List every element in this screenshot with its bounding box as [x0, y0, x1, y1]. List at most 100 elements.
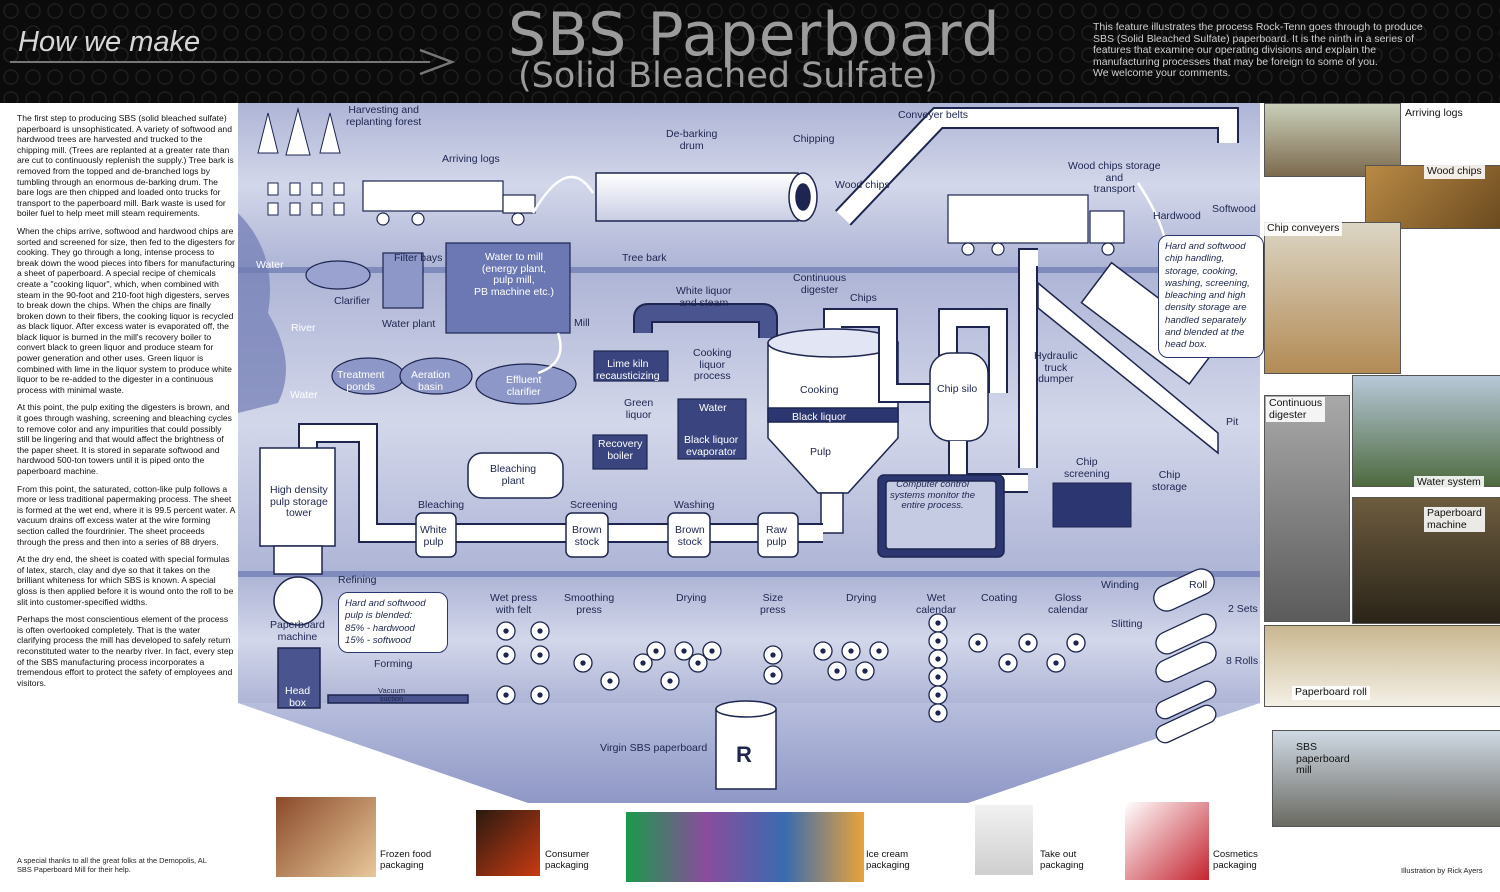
photo-water-system [1352, 375, 1500, 487]
header-banner: How we make SBS Paperboard (Solid Bleach… [0, 0, 1500, 103]
roller-hub [537, 628, 543, 634]
chipping-label: Chipping [793, 133, 835, 145]
roller-hub [770, 672, 776, 678]
conveyer-label: Conveyer belts [898, 109, 969, 121]
screening-label: Screening [570, 499, 618, 511]
roller-hub [770, 652, 776, 658]
ice-cream-package-image [626, 812, 864, 882]
thanks-note: A special thanks to all the great folks … [17, 856, 207, 874]
roller-hub [935, 674, 941, 680]
photo-chip-conveyers [1264, 222, 1401, 374]
roller-hub [935, 710, 941, 716]
coating-label: Coating [981, 592, 1018, 604]
roller-hub [1053, 660, 1059, 666]
photo-label: Paperboard roll [1292, 686, 1370, 700]
roller-hub [935, 656, 941, 662]
roller-hub [862, 668, 868, 674]
arriving-logs-label: Arriving logs [442, 153, 500, 165]
drying-label: Drying [676, 592, 707, 604]
filter-bays-label: Filter bays [394, 252, 443, 264]
roller-hub [935, 638, 941, 644]
chip-silo-label: Chip silo [937, 383, 978, 395]
drying-label-2: Drying [846, 592, 877, 604]
water-label-2: Water [290, 389, 318, 401]
page-subtitle: (Solid Bleached Sulfate) [518, 56, 938, 96]
tree-bark-label: Tree bark [622, 252, 667, 264]
roll-logo: R [736, 742, 752, 767]
frozen-food-package-image [276, 797, 376, 877]
roller-hub [653, 648, 659, 654]
roller-hub [537, 692, 543, 698]
wood-chips-label: Wood chips [835, 179, 890, 191]
diagram-artwork [238, 103, 1260, 803]
clarifier-label: Clarifier [334, 295, 371, 307]
roller-hub [580, 660, 586, 666]
roller-hub [848, 648, 854, 654]
water-label-3: Water [699, 402, 727, 414]
paragraph: At this point, the pulp exiting the dige… [17, 402, 232, 476]
paragraph: From this point, the saturated, cotton-l… [17, 483, 235, 547]
roller-hub [1005, 660, 1011, 666]
chips-label: Chips [850, 292, 877, 304]
roller-hub [876, 648, 882, 654]
photo-continuous-digester [1264, 395, 1350, 622]
roller-hub [537, 652, 543, 658]
roller-hub [681, 648, 687, 654]
photo-arriving-logs [1264, 103, 1401, 177]
roller-series [496, 613, 1086, 723]
roller-hub [503, 652, 509, 658]
roller-hub [503, 692, 509, 698]
bleaching-label: Bleaching [418, 499, 465, 511]
cosmetics-package-image [1125, 802, 1209, 880]
consumer-package-image [476, 810, 540, 876]
photo-label: Chip conveyers [1264, 222, 1343, 236]
forming-label: Forming [374, 658, 413, 670]
intro-text: This feature illustrates the process Roc… [1093, 21, 1423, 79]
winding-label: Winding [1101, 579, 1139, 591]
river-shape [238, 213, 286, 413]
page-title: SBS Paperboard [508, 0, 1001, 70]
two-sets-label: 2 Sets [1228, 603, 1258, 615]
paragraph: The first step to producing SBS (solid b… [17, 113, 234, 219]
black-liquor-label: Black liquor [792, 411, 847, 423]
roller-hub [834, 668, 840, 674]
roller-hub [667, 678, 673, 684]
takeout-package-image [975, 805, 1033, 875]
cooking-label: Cooking [800, 384, 839, 396]
mill-label: Mill [574, 317, 590, 329]
roller-hub [607, 678, 613, 684]
virgin-sbs-label: Virgin SBS paperboard [600, 742, 708, 754]
